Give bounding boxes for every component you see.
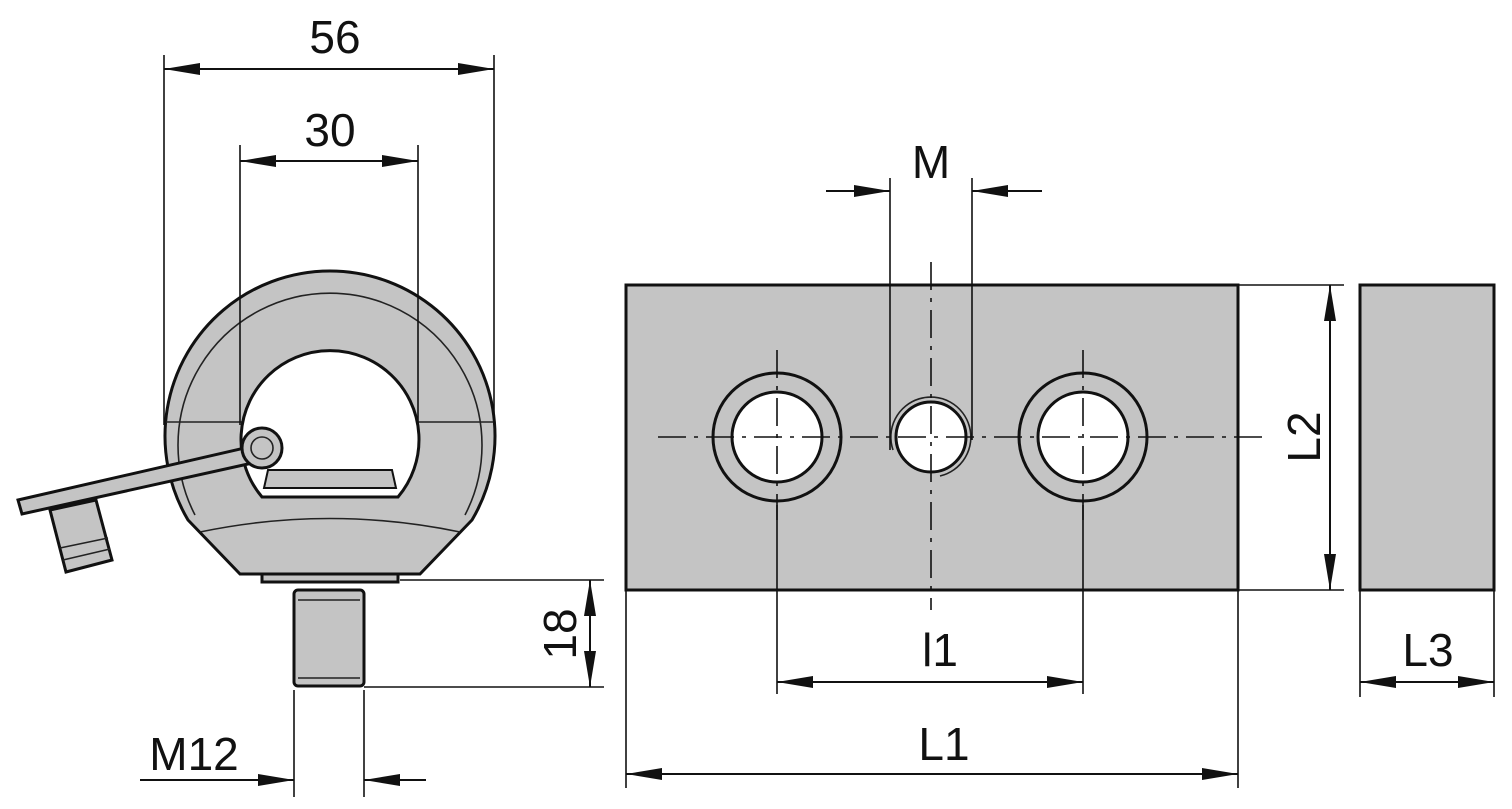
threaded-stud (292, 588, 366, 688)
eye-opening (239, 349, 421, 499)
dim-eye-inner: 30 (304, 104, 355, 156)
block-side-body (1358, 283, 1496, 592)
lifting-eye-view: 56 30 18 M12 (16, 11, 604, 797)
dim-thread-length: 18 (534, 608, 586, 659)
dim-eye-outer: 56 (309, 11, 360, 63)
block-side-view: L3 (1358, 283, 1496, 697)
dim-hole-thread: M (912, 136, 950, 188)
dim-block-height: L2 (1278, 411, 1330, 462)
block-front-view: M l1 L1 L2 (624, 136, 1344, 788)
lever-pivot (240, 426, 284, 470)
dim-thread-size: M12 (149, 728, 238, 780)
dim-block-length: L1 (918, 718, 969, 770)
lever-knob (48, 498, 114, 574)
dim-hole-spacing: l1 (922, 624, 958, 676)
dim-block-depth: L3 (1402, 624, 1453, 676)
